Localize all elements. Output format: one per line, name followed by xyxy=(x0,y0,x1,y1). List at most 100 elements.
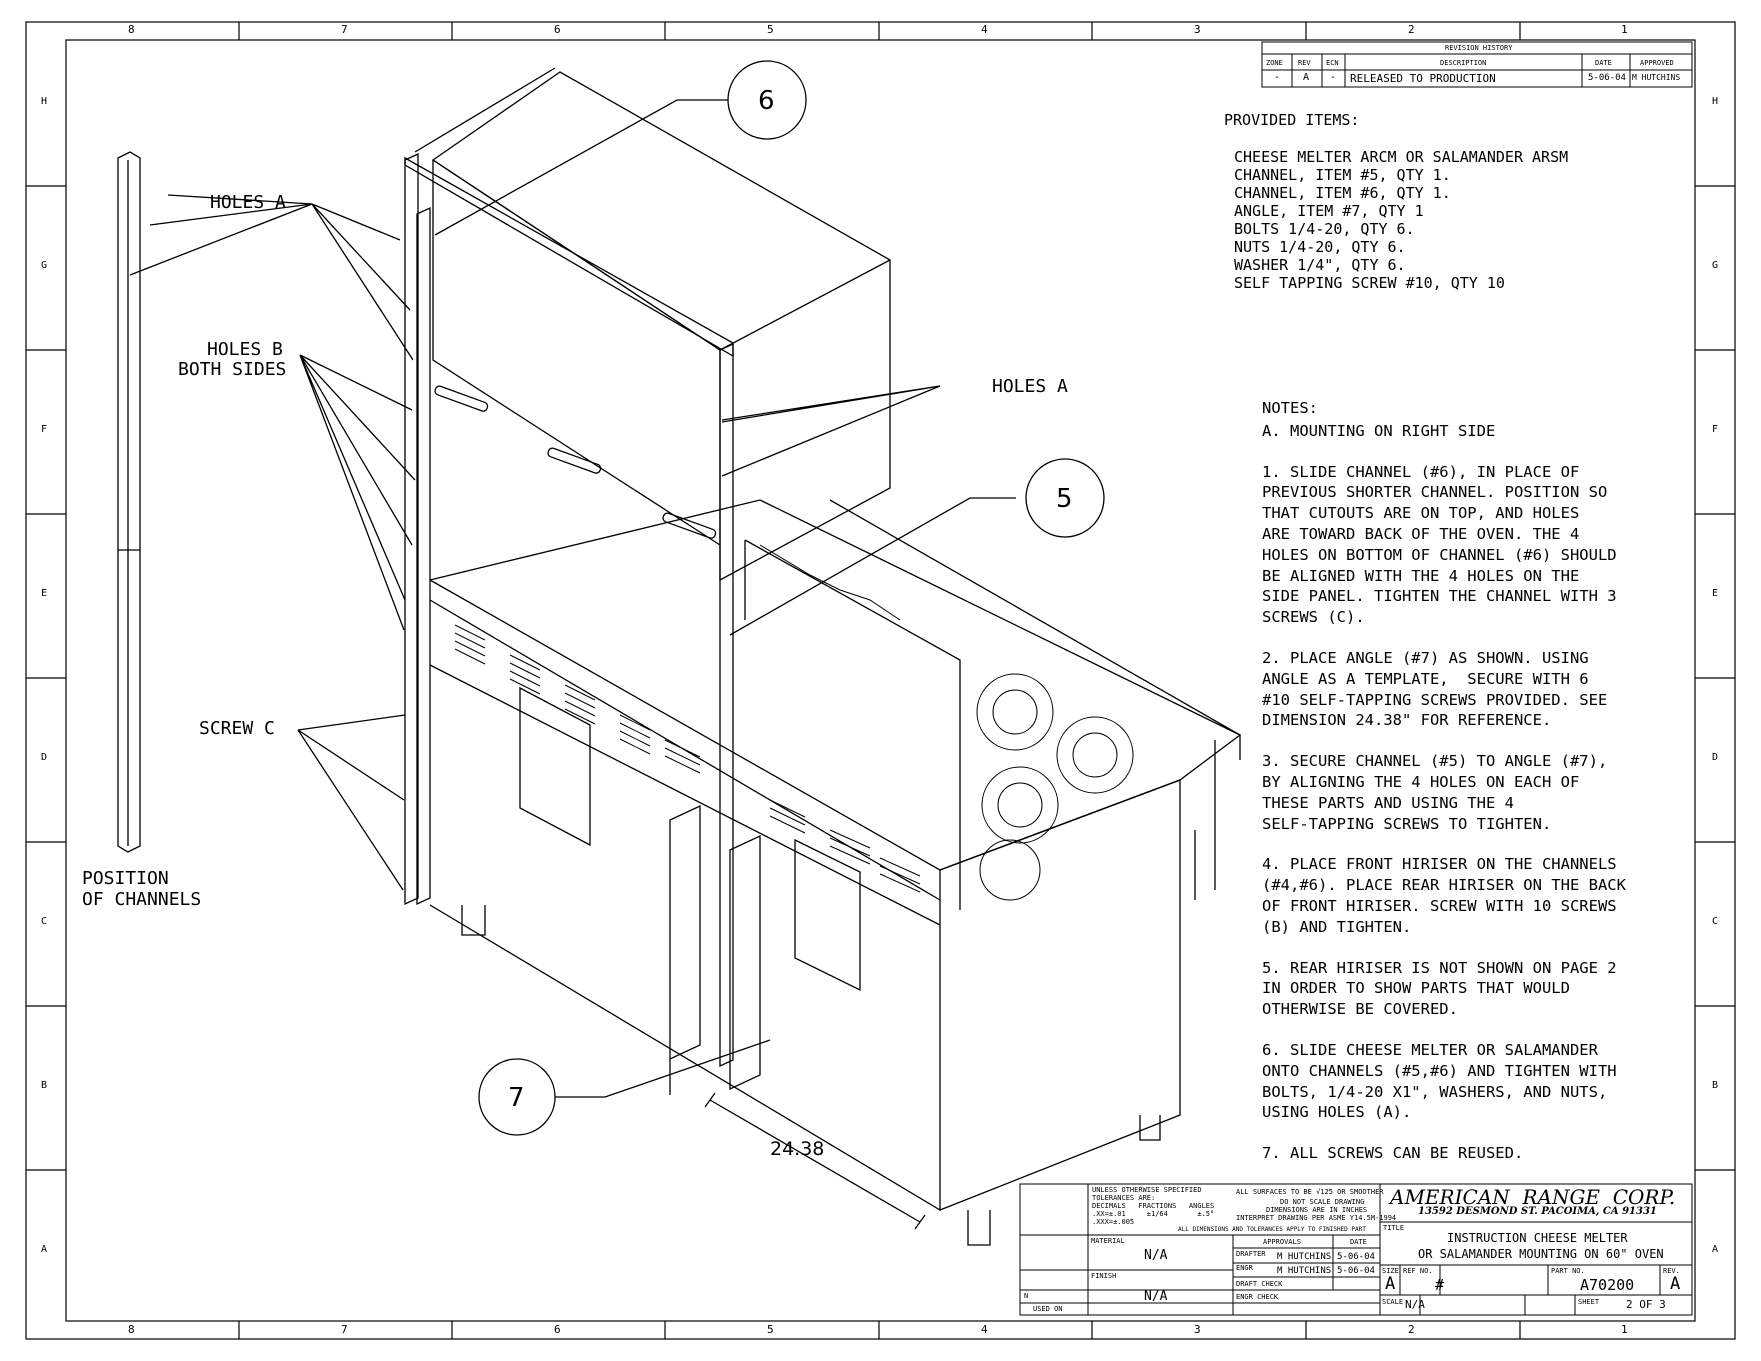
rev-header-zone: ZONE xyxy=(1266,59,1283,67)
part-no-value: A70200 xyxy=(1580,1276,1635,1294)
rev-header-rev: REV xyxy=(1298,59,1311,67)
drafter-date: 5-06-04 xyxy=(1337,1252,1375,1262)
notes-heading: NOTES: xyxy=(1262,399,1318,417)
rev-value: A xyxy=(1670,1274,1681,1294)
note-line: THESE PARTS AND USING THE 4 xyxy=(1262,793,1514,812)
note-line: 5. REAR HIRISER IS NOT SHOWN ON PAGE 2 xyxy=(1262,958,1617,977)
drafter-name: M HUTCHINS xyxy=(1277,1252,1332,1262)
provided-item: CHANNEL, ITEM #5, QTY 1. xyxy=(1234,166,1451,184)
note-line: BY ALIGNING THE 4 HOLES ON EACH OF xyxy=(1262,772,1580,791)
zone-col-8-top: 8 xyxy=(128,23,135,36)
label-holes-a-left: HOLES A xyxy=(210,192,286,213)
zone-row-f-right: F xyxy=(1712,424,1719,435)
rev-cell-date: 5-06-04 xyxy=(1588,73,1626,83)
rev-header-ecn: ECN xyxy=(1326,59,1339,67)
ref-no-value: # xyxy=(1435,1276,1445,1294)
scale-label: SCALE xyxy=(1382,1298,1404,1306)
engr-name: M HUTCHINS xyxy=(1277,1266,1332,1276)
provided-item: CHEESE MELTER ARCM OR SALAMANDER ARSM xyxy=(1234,148,1569,166)
note-line: SELF-TAPPING SCREWS TO TIGHTEN. xyxy=(1262,814,1552,833)
engr-date: 5-06-04 xyxy=(1337,1266,1375,1276)
finish-value: N/A xyxy=(1144,1289,1168,1304)
zone-col-7-top: 7 xyxy=(341,23,348,36)
tolerance-line-2: TOLERANCES ARE: xyxy=(1092,1194,1156,1202)
zone-col-6-bottom: 6 xyxy=(554,1323,561,1336)
zone-row-b-left: B xyxy=(41,1080,48,1091)
material-label: MATERIAL xyxy=(1091,1237,1125,1245)
sheet-value: 2 OF 3 xyxy=(1626,1298,1666,1311)
next-assy: N xyxy=(1024,1292,1029,1300)
zone-row-h-left: H xyxy=(41,96,48,107)
engr-label: ENGR xyxy=(1236,1264,1253,1272)
zone-col-8-bottom: 8 xyxy=(128,1323,135,1336)
note-line: 2. PLACE ANGLE (#7) AS SHOWN. USING xyxy=(1262,648,1589,667)
note-line: 3. SECURE CHANNEL (#5) TO ANGLE (#7), xyxy=(1262,752,1608,771)
note-line: 1. SLIDE CHANNEL (#6), IN PLACE OF xyxy=(1262,462,1580,481)
balloon-6-label: 6 xyxy=(758,86,775,116)
notes-subheading: A. MOUNTING ON RIGHT SIDE xyxy=(1262,421,1496,440)
provided-item: SELF TAPPING SCREW #10, QTY 10 xyxy=(1234,274,1505,292)
rev-cell-approved: M HUTCHINS xyxy=(1632,73,1681,82)
zone-col-3-top: 3 xyxy=(1194,23,1201,36)
provided-item: ANGLE, ITEM #7, QTY 1 xyxy=(1234,202,1424,220)
provided-heading: PROVIDED ITEMS: xyxy=(1224,111,1360,129)
note-line: BOLTS, 1/4-20 X1", WASHERS, AND NUTS, xyxy=(1262,1082,1608,1101)
note-line: OF FRONT HIRISER. SCREW WITH 10 SCREWS xyxy=(1262,896,1617,915)
note-6: 6. SLIDE CHEESE MELTER OR SALAMANDER ONT… xyxy=(1262,1040,1626,1123)
label-position: POSITION xyxy=(82,868,169,889)
note-line: OTHERWISE BE COVERED. xyxy=(1262,1000,1458,1019)
provided-item: CHANNEL, ITEM #6, QTY 1. xyxy=(1234,184,1451,202)
drawing-title-line1: INSTRUCTION CHEESE MELTER xyxy=(1447,1231,1628,1245)
date-label: DATE xyxy=(1350,1238,1367,1246)
zone-col-2-bottom: 2 xyxy=(1408,1323,1415,1336)
zone-row-d-right: D xyxy=(1712,752,1719,763)
approvals-label: APPROVALS xyxy=(1263,1238,1301,1246)
zone-col-3-bottom: 3 xyxy=(1194,1323,1201,1336)
note-2: 2. PLACE ANGLE (#7) AS SHOWN. USING ANGL… xyxy=(1262,648,1626,731)
zone-col-2-top: 2 xyxy=(1408,23,1415,36)
balloon-7-label: 7 xyxy=(508,1083,525,1113)
note-line: THAT CUTOUTS ARE ON TOP, AND HOLES xyxy=(1262,504,1580,523)
drafter-label: DRAFTER xyxy=(1236,1250,1266,1258)
material-value: N/A xyxy=(1144,1248,1168,1263)
note-line: #10 SELF-TAPPING SCREWS PROVIDED. SEE xyxy=(1262,690,1608,709)
drawing-title-line2: OR SALAMANDER MOUNTING ON 60" OVEN xyxy=(1418,1247,1664,1261)
provided-item: WASHER 1/4", QTY 6. xyxy=(1234,256,1406,274)
tolerance-line-3: DECIMALS FRACTIONS ANGLES xyxy=(1092,1202,1215,1210)
zone-col-4-top: 4 xyxy=(981,23,988,36)
zone-row-e-left: E xyxy=(41,588,48,599)
engr-check-label: ENGR CHECK xyxy=(1236,1293,1279,1301)
note-line: 4. PLACE FRONT HIRISER ON THE CHANNELS xyxy=(1262,855,1617,874)
zone-col-5-top: 5 xyxy=(767,23,774,36)
zone-row-f-left: F xyxy=(41,424,48,435)
note-line: ONTO CHANNELS (#5,#6) AND TIGHTEN WITH xyxy=(1262,1061,1617,1080)
zone-row-g-right: G xyxy=(1712,260,1719,271)
zone-col-5-bottom: 5 xyxy=(767,1323,774,1336)
rev-cell-zone: - xyxy=(1274,72,1281,83)
note-line: 6. SLIDE CHEESE MELTER OR SALAMANDER xyxy=(1262,1040,1598,1059)
rev-cell-ecn: - xyxy=(1330,72,1337,83)
note-4: 4. PLACE FRONT HIRISER ON THE CHANNELS (… xyxy=(1262,854,1626,937)
rev-cell-rev: A xyxy=(1303,72,1310,83)
note-1: 1. SLIDE CHANNEL (#6), IN PLACE OF PREVI… xyxy=(1262,462,1626,628)
provided-item: BOLTS 1/4-20, QTY 6. xyxy=(1234,220,1415,238)
label-screw-c: SCREW C xyxy=(199,718,275,739)
label-both-sides: BOTH SIDES xyxy=(178,359,287,380)
rev-header-approved: APPROVED xyxy=(1640,59,1674,67)
dimension-label: 24.38 xyxy=(770,1138,825,1160)
used-on-label: USED ON xyxy=(1033,1305,1063,1313)
zone-row-b-right: B xyxy=(1712,1080,1719,1091)
company-address: 13592 DESMOND ST. PACOIMA, CA 91331 xyxy=(1418,1206,1657,1217)
note-line: PREVIOUS SHORTER CHANNEL. POSITION SO xyxy=(1262,483,1608,502)
zone-col-6-top: 6 xyxy=(554,23,561,36)
zone-col-1-bottom: 1 xyxy=(1621,1323,1628,1336)
rev-header-date: DATE xyxy=(1595,59,1612,67)
notes-block: NOTES: A. MOUNTING ON RIGHT SIDE 1. SLID… xyxy=(1262,398,1626,1164)
note-line: (#4,#6). PLACE REAR HIRISER ON THE BACK xyxy=(1262,876,1626,895)
tolerance-line-4: .XX=±.01 ±1/64 ±.5° xyxy=(1092,1210,1215,1218)
draft-check-label: DRAFT CHECK xyxy=(1236,1280,1283,1288)
zone-col-7-bottom: 7 xyxy=(341,1323,348,1336)
note-line: DIMENSION 24.38" FOR REFERENCE. xyxy=(1262,711,1552,730)
note-line: ARE TOWARD BACK OF THE OVEN. THE 4 xyxy=(1262,524,1580,543)
